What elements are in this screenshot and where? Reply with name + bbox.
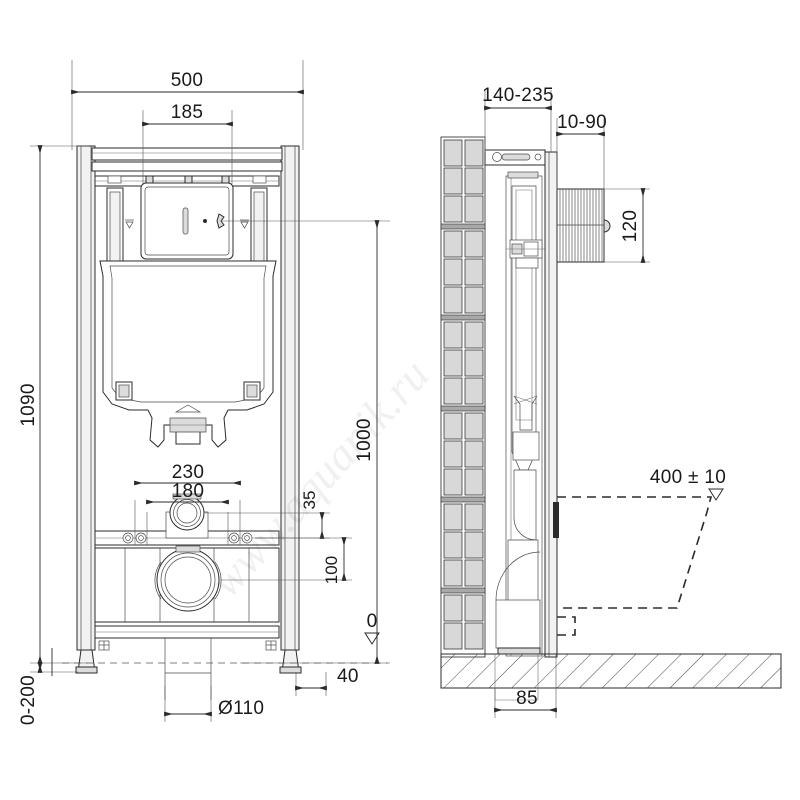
dim-1000-label: 1000: [354, 418, 375, 461]
dim-10-90-label: 10-90: [557, 112, 607, 133]
dim-0-200-label: 0-200: [18, 675, 39, 725]
flush-button-plate: [556, 188, 611, 263]
datum-triangle-icon: [364, 632, 380, 645]
flush-mechanism-detail: [506, 239, 546, 269]
dim-40-label: 40: [337, 666, 359, 687]
wall-anchor-bar: [484, 149, 546, 166]
frame-top-rail: [91, 147, 283, 172]
bowl-height-triangle-icon: [708, 488, 724, 501]
side-view-group: [440, 136, 782, 701]
dim-500-label: 500: [171, 70, 204, 91]
dim-85-label: 85: [516, 688, 538, 709]
front-view-dimensions: 500 185 1090 0-200 1000 2: [18, 60, 390, 725]
dim-230-label: 230: [172, 462, 205, 483]
frame-uprights: [75, 145, 302, 674]
dim-120-label: 120: [620, 210, 641, 243]
dim-1090-label: 1090: [18, 383, 39, 426]
dim-400-label: 400 ± 10: [650, 467, 726, 488]
dim-140-235-label: 140-235: [482, 85, 554, 106]
wc-bowl-outline: [553, 496, 713, 636]
dim-0-label: 0: [367, 611, 378, 632]
brick-wall: [440, 136, 486, 658]
cistern-body: [94, 175, 280, 448]
drain-outlet: [154, 545, 222, 612]
dim-35-label: 35: [300, 491, 319, 510]
flush-pipe-connector: [165, 493, 209, 539]
front-view-group: [62, 145, 388, 700]
dim-180-label: 180: [172, 481, 205, 502]
drain-pipe-down: [164, 638, 212, 700]
floor-slab: [440, 653, 782, 701]
frame-bottom-rail: [94, 625, 280, 651]
side-view-dimensions: 140-235 10-90 120 400 ± 10 85: [482, 85, 726, 718]
dim-100-label: 100: [322, 556, 341, 584]
dim-110-label: Ø110: [218, 698, 264, 719]
finished-wall-panel: [544, 151, 558, 658]
dim-185-label: 185: [171, 102, 204, 123]
